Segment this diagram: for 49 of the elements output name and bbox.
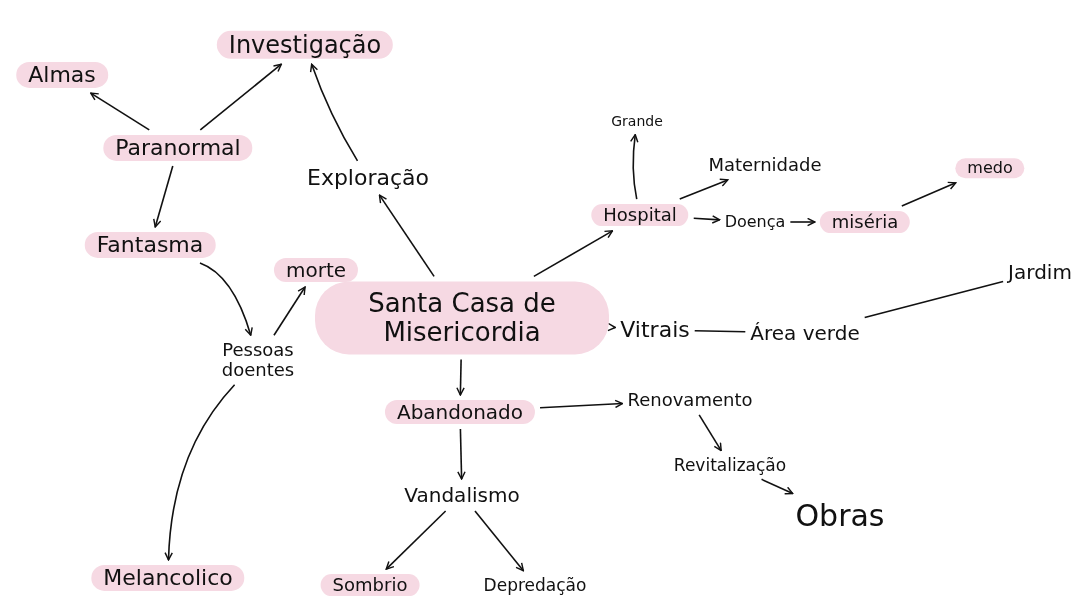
arrow xyxy=(678,178,729,200)
concept-text: Depredação xyxy=(483,575,587,595)
highlighted-concept: Santa Casa de Misericordia xyxy=(315,281,609,355)
arrow xyxy=(474,510,525,572)
arrow xyxy=(457,428,466,480)
arrow xyxy=(607,322,617,332)
highlighted-concept: Investigação xyxy=(216,30,394,60)
arrow xyxy=(456,358,465,396)
concept-text: Maternidade xyxy=(708,155,822,175)
concept-text: Vitrais xyxy=(620,317,690,343)
highlighted-concept: Paranormal xyxy=(103,134,253,162)
arrow xyxy=(385,510,447,570)
arrow xyxy=(309,63,359,162)
concept-text: Grande xyxy=(611,114,663,130)
highlighted-concept: Sombrio xyxy=(320,574,420,596)
arrow xyxy=(630,133,639,200)
highlighted-concept: Hospital xyxy=(591,204,689,226)
highlighted-concept: medo xyxy=(955,158,1025,178)
connector-line xyxy=(863,280,1004,319)
connector-line xyxy=(693,330,747,333)
highlighted-concept: Almas xyxy=(16,61,108,89)
arrow xyxy=(378,194,435,278)
concept-text: Exploração xyxy=(307,165,429,191)
arrow xyxy=(199,63,283,131)
highlighted-concept: Melancolico xyxy=(91,564,245,592)
arrow xyxy=(164,384,236,561)
arrow xyxy=(698,414,722,452)
highlighted-concept: Abandonado xyxy=(384,400,536,424)
arrow xyxy=(199,262,253,336)
concept-text: Renovamento xyxy=(627,390,753,410)
arrow xyxy=(153,165,174,228)
arrow xyxy=(273,286,306,336)
concept-text: Jardim xyxy=(1008,261,1072,283)
arrow xyxy=(789,217,816,227)
arrow xyxy=(89,92,151,131)
concept-text: Pessoas doentes xyxy=(203,340,313,380)
arrow xyxy=(692,215,721,224)
concept-text: Área verde xyxy=(750,322,860,344)
highlighted-concept: miséria xyxy=(819,211,911,233)
arrow xyxy=(533,230,614,278)
concept-text: Revitalização xyxy=(673,455,787,475)
highlighted-concept: morte xyxy=(273,258,359,282)
concept-text: Doença xyxy=(724,213,786,231)
arrow xyxy=(539,399,624,409)
concept-text: Obras xyxy=(795,498,885,532)
concept-text: Vandalismo xyxy=(404,484,520,506)
arrow xyxy=(760,478,794,495)
arrow xyxy=(901,181,957,207)
highlighted-concept: Fantasma xyxy=(84,231,216,259)
